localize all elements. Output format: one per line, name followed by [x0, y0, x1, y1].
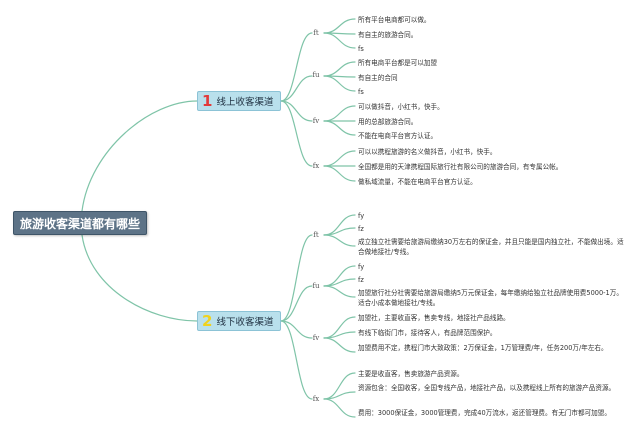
- branch-label-online: 线上收客渠道: [216, 97, 274, 108]
- leaf-offline-fu-2[interactable]: fz: [358, 276, 364, 284]
- connector-sub5-leaf3: [323, 234, 356, 247]
- leaf-offline-fx-3[interactable]: 费用：3000保证金，3000管理费，完成40万流水，返还管理费。有无门市都可加…: [358, 409, 611, 417]
- leaf-online-ft-1[interactable]: 所有平台电商都可以做。: [358, 16, 431, 24]
- leaf-offline-fx-1[interactable]: 主要是收直客，售卖旅游产品资源。: [358, 370, 464, 378]
- connector-branch1-sub1: [280, 32, 313, 102]
- leaf-online-fu-2[interactable]: 有自主的合同: [358, 74, 398, 82]
- leaf-offline-fv-3[interactable]: 加盟费用不定，携程门市大致政策：2万保证金，1万管理费/年，任务200万/年左右…: [358, 344, 608, 352]
- subtopic-offline-fv[interactable]: fv: [312, 334, 320, 342]
- branch-online[interactable]: 1 线上收客渠道: [197, 91, 281, 111]
- leaf-offline-fu-3[interactable]: 加盟旅行社分社需要给旅游局缴纳5万元保证金，每年缴纳给独立社品牌使用费5000-…: [358, 289, 623, 307]
- connector-sub3-leaf3: [323, 120, 356, 136]
- subtopic-online-ft[interactable]: ft: [313, 29, 319, 37]
- leaf-online-fx-2[interactable]: 全国都是用的天津携程国际旅行社有限公司的旅游合同，有专属公帐。: [358, 163, 563, 171]
- leaf-offline-ft-2[interactable]: fz: [358, 225, 364, 233]
- connector-sub3-leaf1: [323, 105, 356, 122]
- subtopic-offline-fu[interactable]: fu: [312, 282, 320, 290]
- leaf-offline-fv-2[interactable]: 有线下临街门市，接待客人，有品牌范围保护。: [358, 329, 497, 337]
- leaf-online-fx-3[interactable]: 做私域流量，不能在电商平台官方认证。: [358, 178, 477, 186]
- subtopic-offline-ft[interactable]: ft: [313, 231, 319, 239]
- connector-branch1-sub2: [280, 75, 313, 102]
- subtopic-offline-fx[interactable]: fx: [312, 395, 320, 403]
- connector-sub4-leaf1: [323, 150, 356, 167]
- subtopic-online-fx[interactable]: fx: [312, 162, 320, 170]
- branch-number-1: 1: [202, 92, 213, 110]
- leaf-offline-ft-1[interactable]: fy: [358, 212, 365, 220]
- connector-sub2-leaf1: [323, 61, 356, 77]
- connector-root-offline: [81, 234, 198, 322]
- leaf-online-fx-1[interactable]: 可以以携程旅游的名义做抖音，小红书，快手。: [358, 148, 497, 156]
- connector-sub6-leaf3: [323, 285, 356, 298]
- leaf-online-fv-1[interactable]: 可以做抖音，小红书，快手。: [358, 103, 444, 111]
- leaf-online-fv-2[interactable]: 用的总部旅游合同。: [358, 118, 418, 126]
- connector-branch1-sub4: [280, 100, 313, 167]
- branch-offline[interactable]: 2 线下收客渠道: [197, 311, 281, 331]
- leaf-online-fu-1[interactable]: 所有电商平台都是可以加盟: [358, 59, 438, 67]
- connector-branch2-sub2: [280, 285, 313, 322]
- root-topic[interactable]: 旅游收客渠道都有哪些: [13, 211, 147, 235]
- subtopic-online-fu[interactable]: fu: [312, 71, 320, 79]
- leaf-offline-fu-1[interactable]: fy: [358, 263, 365, 271]
- leaf-offline-fv-1[interactable]: 加盟社，主要收直客，售卖专线，地接社产品线路。: [358, 314, 510, 322]
- leaf-offline-ft-3[interactable]: 成立独立社需要给旅游局缴纳30万左右的保证金，并且只能是国内独立社，不能做出境。…: [358, 238, 624, 256]
- connector-sub7-leaf3: [323, 337, 356, 353]
- connector-sub4-leaf3: [323, 165, 356, 182]
- leaf-online-fu-3[interactable]: fs: [358, 88, 364, 96]
- connector-branch2-sub4: [280, 320, 313, 400]
- leaf-online-ft-3[interactable]: fs: [358, 45, 364, 53]
- leaf-online-ft-2[interactable]: 有自主的旅游合同。: [358, 31, 418, 39]
- branch-number-2: 2: [202, 312, 213, 330]
- connector-branch2-sub1: [280, 234, 313, 322]
- connector-branch2-sub3: [280, 320, 313, 339]
- leaf-online-fv-3[interactable]: 不能在电商平台官方认证。: [358, 132, 438, 140]
- connector-sub8-leaf3: [323, 398, 356, 418]
- connector-root-online: [81, 100, 198, 212]
- connector-sub1-leaf1: [323, 18, 356, 34]
- connector-sub1-leaf3: [323, 32, 356, 49]
- connector-sub2-leaf3: [323, 75, 356, 92]
- branch-label-offline: 线下收客渠道: [216, 317, 274, 328]
- leaf-offline-fx-2[interactable]: 资源包含：全国收客，全国专线产品，地接社产品，以及携程线上所有的旅游产品资源。: [358, 384, 616, 392]
- subtopic-online-fv[interactable]: fv: [312, 117, 320, 125]
